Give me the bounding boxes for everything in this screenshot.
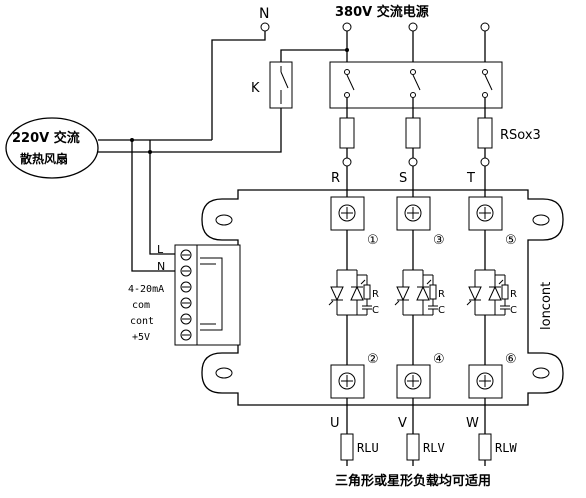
module-outline bbox=[201, 189, 564, 406]
terminal-r-in bbox=[342, 157, 352, 167]
phase-in-t: T bbox=[466, 171, 475, 186]
pin-label-5v: +5V bbox=[132, 332, 150, 343]
fuse-r bbox=[339, 117, 355, 149]
rc-c-label-1: C bbox=[372, 305, 379, 316]
rc-r-label-3: R bbox=[510, 289, 517, 300]
breaker-switches bbox=[344, 69, 493, 98]
load-label-v: RLV bbox=[423, 441, 445, 455]
load-w bbox=[478, 433, 492, 461]
rc-r-label-2: R bbox=[438, 289, 445, 300]
phase-in-r: R bbox=[331, 171, 340, 186]
mount-hole-bl bbox=[215, 367, 233, 379]
load-note: 三角形或星形负载均可适用 bbox=[335, 473, 491, 489]
terminal-num-1: ① bbox=[367, 233, 379, 248]
phase-out-w: W bbox=[466, 416, 479, 431]
pin-label-signal: 4-20mA bbox=[128, 284, 164, 295]
terminal-l2 bbox=[408, 22, 418, 32]
fuse-t bbox=[477, 117, 493, 149]
brand-label: loncont bbox=[539, 282, 554, 330]
wire-to-n bbox=[131, 140, 175, 272]
pin-label-n: N bbox=[157, 260, 165, 273]
load-label-u: RLU bbox=[357, 441, 379, 455]
control-screws bbox=[180, 249, 192, 341]
phase-section-t bbox=[466, 230, 510, 365]
load-u bbox=[340, 433, 354, 461]
pin-label-com: com bbox=[132, 300, 150, 311]
mount-hole-tl bbox=[215, 214, 233, 226]
neutral-terminal bbox=[260, 22, 270, 32]
terminal-num-5: ⑤ bbox=[505, 233, 517, 248]
neutral-label: N bbox=[259, 6, 269, 22]
wire-to-l bbox=[149, 152, 175, 255]
phase-section-r bbox=[328, 230, 372, 365]
rc-r-label-1: R bbox=[372, 289, 379, 300]
mount-hole-br bbox=[532, 367, 550, 379]
terminal-num-6: ⑥ bbox=[505, 352, 517, 367]
neutral-wire bbox=[211, 31, 266, 140]
phase-in-s: S bbox=[399, 171, 407, 186]
supply-terminals bbox=[260, 22, 490, 32]
fan-circle bbox=[5, 117, 99, 179]
contactor-supply-wire bbox=[280, 49, 347, 62]
phase-out-v: V bbox=[398, 416, 407, 431]
terminal-num-2: ② bbox=[367, 352, 379, 367]
terminal-t-in bbox=[480, 157, 490, 167]
terminal-l3 bbox=[480, 22, 490, 32]
terminal-l1 bbox=[342, 22, 352, 32]
control-connector bbox=[196, 244, 241, 346]
phase-out-u: U bbox=[330, 416, 340, 431]
pin-label-l: L bbox=[157, 243, 164, 256]
pin-label-cont: cont bbox=[130, 316, 154, 327]
fan-label-2: 散热风扇 bbox=[20, 151, 68, 166]
supply-title: 380V 交流电源 bbox=[335, 4, 429, 20]
breaker-box bbox=[329, 61, 503, 109]
fuse-s bbox=[405, 117, 421, 149]
contactor-label: K bbox=[251, 81, 260, 96]
fan-label-1: 220V 交流 bbox=[12, 130, 80, 146]
connector-plug bbox=[200, 257, 223, 331]
contactor-switch bbox=[280, 71, 289, 89]
terminal-num-3: ③ bbox=[433, 233, 445, 248]
rc-c-label-2: C bbox=[438, 305, 445, 316]
load-label-w: RLW bbox=[495, 441, 517, 455]
terminal-s-in bbox=[408, 157, 418, 167]
phase-section-s bbox=[394, 230, 438, 365]
contactor-fan-wire bbox=[149, 108, 282, 153]
mount-hole-tr bbox=[532, 214, 550, 226]
bottom-terminals bbox=[330, 364, 503, 399]
rc-c-label-3: C bbox=[510, 305, 517, 316]
fuse-label: RSox3 bbox=[500, 128, 541, 143]
load-v bbox=[406, 433, 420, 461]
top-terminals bbox=[330, 196, 503, 231]
terminal-num-4: ④ bbox=[433, 352, 445, 367]
